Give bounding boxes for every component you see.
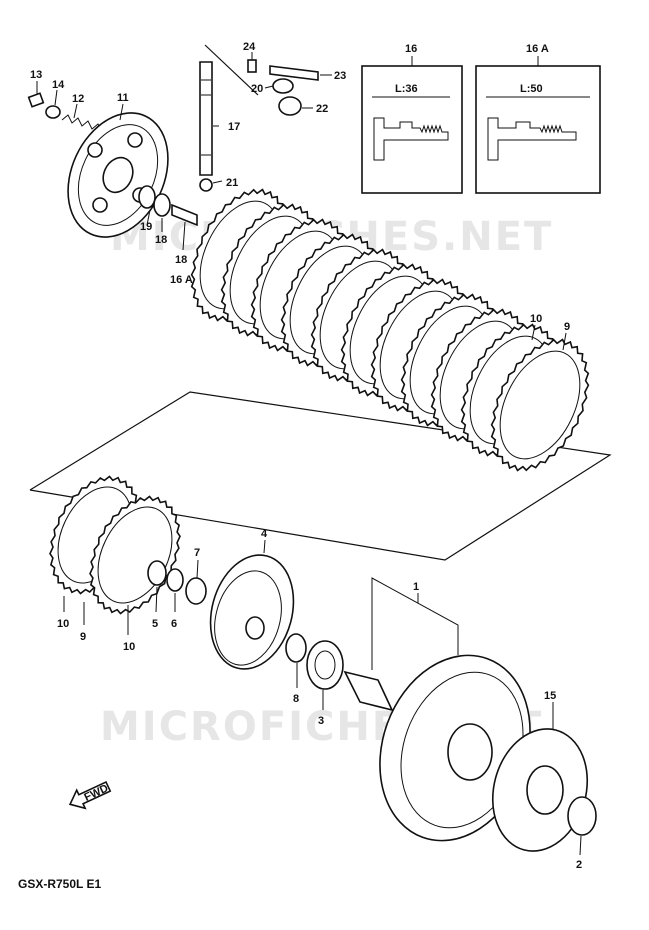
release-arm-group: [247, 59, 319, 116]
label-20: 20: [251, 83, 263, 95]
thrust-washer-8: [285, 633, 307, 663]
clutch-sleeve-hub: [209, 554, 295, 670]
forward-arrow-label: FWD: [82, 782, 110, 803]
inset-16-dim: L:36: [395, 83, 418, 95]
label-5: 5: [152, 618, 158, 630]
label-7: 7: [194, 547, 200, 559]
label-1: 1: [413, 581, 419, 593]
label-10-left: 10: [57, 618, 69, 630]
clutch-plate-stack: [49, 188, 590, 615]
spring-washer-6: [166, 568, 184, 592]
bearing-18: [153, 193, 171, 217]
label-16a: 16 A: [170, 274, 193, 286]
label-9-left: 9: [80, 631, 86, 643]
label-10-mid: 10: [123, 641, 135, 653]
label-4: 4: [261, 528, 268, 540]
label-8: 8: [293, 693, 299, 705]
part-labels: 13 14 12 11 24 23 20 22 17 21 19 18 18 1…: [30, 41, 582, 871]
inset-16a-dim: L:50: [520, 83, 543, 95]
spacer-sleeve: [343, 670, 394, 712]
label-11: 11: [117, 92, 129, 104]
washer-19: [138, 185, 156, 209]
forward-arrow-icon: FWD: [68, 780, 112, 810]
label-21: 21: [226, 177, 238, 189]
needle-bearing: [306, 640, 344, 690]
push-rod: [199, 61, 213, 192]
label-17: 17: [228, 121, 240, 133]
label-9-upper: 9: [564, 321, 570, 333]
label-10-upper: 10: [530, 313, 542, 325]
push-piece-18: [171, 203, 198, 227]
inset-16-label: 16: [405, 43, 417, 55]
inset-16: 16 L:36: [361, 43, 463, 194]
label-24: 24: [243, 41, 256, 53]
label-14: 14: [52, 79, 65, 91]
label-12: 12: [72, 93, 84, 105]
label-3: 3: [318, 715, 324, 727]
label-2: 2: [576, 859, 582, 871]
washer-7: [185, 577, 207, 605]
label-23: 23: [334, 70, 346, 82]
inset-16a-label: 16 A: [526, 43, 549, 55]
lower-group-outline: [29, 391, 612, 561]
oil-pump-drive-gear: [491, 728, 589, 852]
bolt-spring-group: [27, 92, 103, 133]
label-6: 6: [171, 618, 177, 630]
leader-lines: [36, 52, 582, 856]
label-18-upper: 18: [155, 234, 167, 246]
clutch-plate: [490, 338, 590, 472]
label-15: 15: [544, 690, 556, 702]
circlip-2: [567, 796, 597, 836]
label-19: 19: [140, 221, 152, 233]
label-13: 13: [30, 69, 42, 81]
inset-16a: 16 A L:50: [475, 43, 601, 194]
label-18-lower: 18: [175, 254, 187, 266]
label-22: 22: [316, 103, 328, 115]
model-code: GSX-R750L E1: [18, 877, 101, 891]
spring-seat-5: [147, 560, 167, 586]
upper-group-outline: [204, 44, 259, 96]
